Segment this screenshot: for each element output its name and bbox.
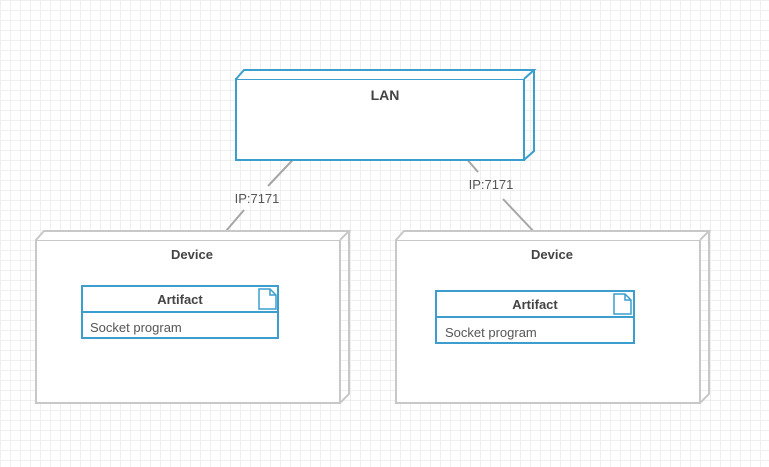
device-left-top (35, 230, 352, 241)
artifact-right-content: Socket program (445, 325, 537, 340)
device-node-right[interactable]: Device Artifact Socket program (395, 230, 712, 404)
device-left-label: Device (171, 247, 213, 262)
lan-node-top (235, 69, 537, 80)
document-icon (613, 293, 632, 315)
lan-node[interactable]: LAN (235, 69, 537, 161)
artifact-left[interactable]: Artifact Socket program (81, 285, 279, 339)
artifact-left-title: Artifact (157, 292, 203, 307)
artifact-left-content: Socket program (90, 320, 182, 335)
device-node-left[interactable]: Device Artifact Socket program (35, 230, 352, 404)
device-left-side (339, 231, 350, 404)
device-right-label: Device (531, 247, 573, 262)
document-icon (258, 288, 277, 310)
device-right-top (395, 230, 712, 241)
edge-right-line-lower (502, 198, 539, 237)
artifact-right[interactable]: Artifact Socket program (435, 290, 635, 344)
edge-left-label: IP:7171 (235, 191, 280, 206)
lan-node-side (523, 70, 535, 161)
lan-node-label: LAN (371, 87, 400, 103)
edge-right-label: IP:7171 (469, 177, 514, 192)
artifact-right-title: Artifact (512, 297, 558, 312)
device-right-side (699, 231, 710, 404)
